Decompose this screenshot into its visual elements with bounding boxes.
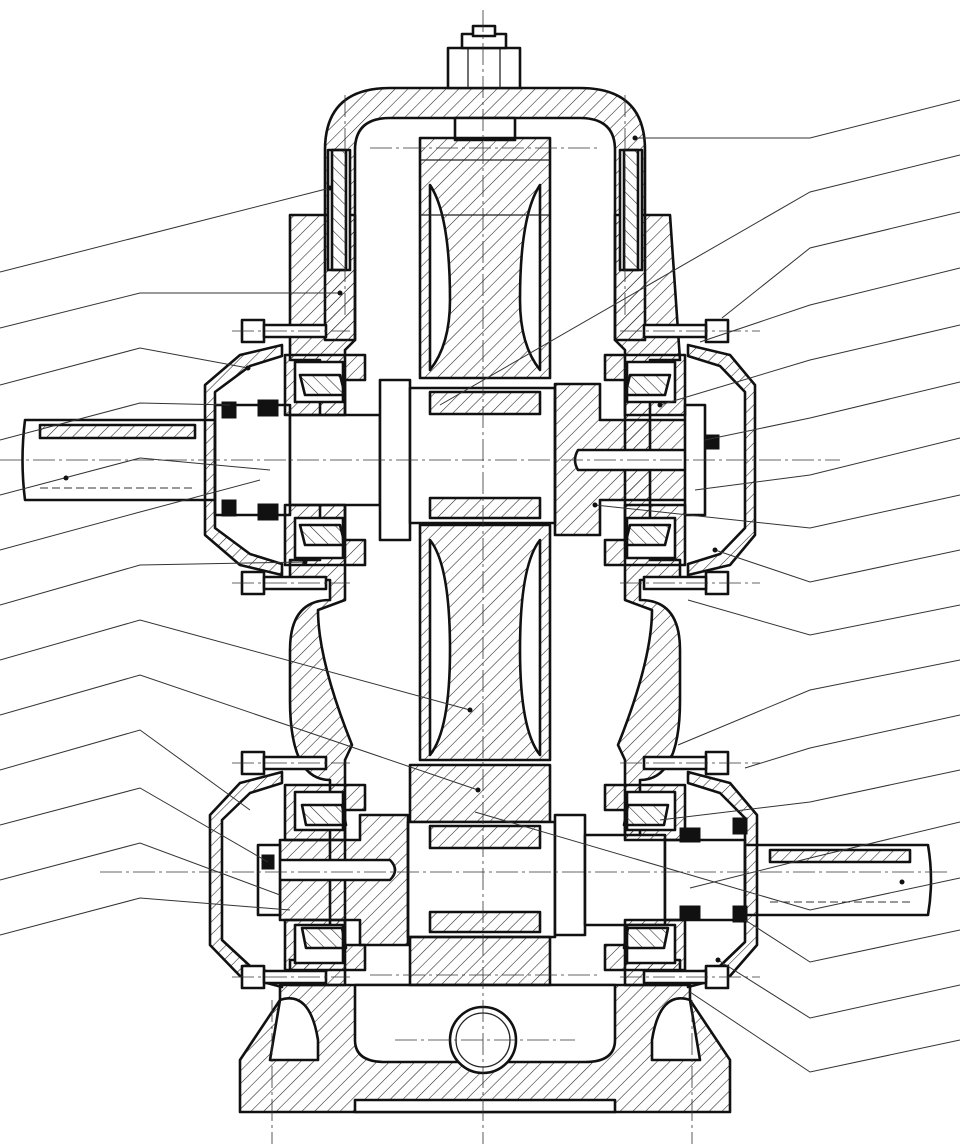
leader-lines-right xyxy=(439,99,960,1073)
leader-dots xyxy=(63,135,905,963)
cover-bolts xyxy=(326,148,644,272)
upper-right-bearing xyxy=(603,353,687,567)
upper-seal xyxy=(221,399,279,521)
center-lines xyxy=(0,10,950,1144)
breather-bolt xyxy=(446,24,522,142)
lower-seal xyxy=(679,817,748,923)
bolt-ll1 xyxy=(240,750,328,776)
large-gear xyxy=(418,136,552,762)
upper-right-end-cap xyxy=(686,343,757,577)
top-cover xyxy=(323,86,647,342)
base-slot xyxy=(353,1098,617,1114)
leader-lines-left xyxy=(0,187,479,936)
lower-right-bearing xyxy=(603,783,687,972)
upper-left-bearing xyxy=(283,353,367,567)
base-foot-right-cut xyxy=(650,997,702,1062)
lower-left-bearing xyxy=(283,783,367,972)
upper-left-end-cap xyxy=(203,343,284,577)
base-foot-left-cut xyxy=(268,997,320,1062)
